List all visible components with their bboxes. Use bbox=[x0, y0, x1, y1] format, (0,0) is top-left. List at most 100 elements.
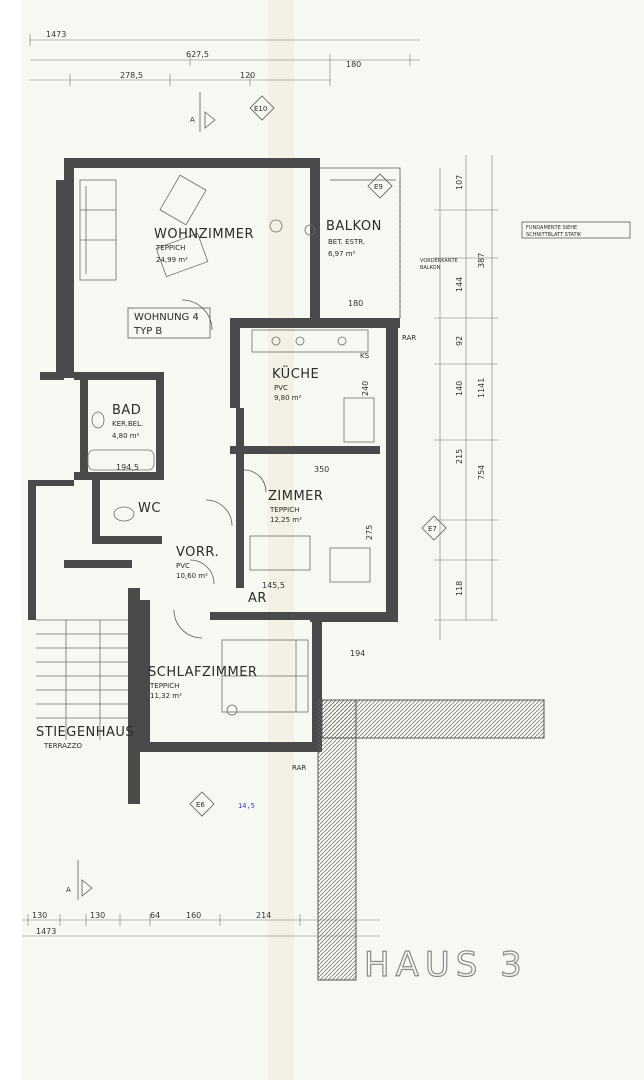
dim-right-seg2: 144 bbox=[455, 277, 464, 292]
room-name: STIEGENHAUS bbox=[36, 725, 134, 740]
balkon-edge-note: VORDERKANTE BALKON bbox=[420, 258, 458, 271]
room-name: SCHLAFZIMMER bbox=[148, 665, 257, 680]
svg-text:SCHNITTBLATT STATIK: SCHNITTBLATT STATIK bbox=[526, 232, 582, 238]
dim-right-total: 1141 bbox=[477, 378, 486, 398]
inner-dimensions: 180 240 350 275 194,5 145,5 194 RAR RAR … bbox=[116, 299, 416, 772]
svg-text:E9: E9 bbox=[374, 183, 383, 191]
room-name: WC bbox=[138, 501, 161, 516]
room-area: 24,99 m² bbox=[156, 256, 188, 264]
section-marker-top: A bbox=[190, 92, 216, 132]
top-dimension-chain: 1473 627,5 180 278,5 120 bbox=[29, 30, 420, 86]
svg-text:350: 350 bbox=[314, 465, 329, 474]
dim-right-seg4: 140 bbox=[455, 381, 464, 396]
svg-text:FUNDAMENTE SIEHE: FUNDAMENTE SIEHE bbox=[526, 225, 577, 231]
room-ar: AR bbox=[248, 591, 267, 606]
room-area: 10,60 m² bbox=[176, 572, 208, 580]
walls bbox=[28, 158, 400, 804]
room-wc: WC bbox=[138, 501, 161, 516]
svg-text:130: 130 bbox=[32, 911, 47, 920]
apartment-tag: WOHNUNG 4 TYP B bbox=[127, 307, 211, 339]
rar-label: RAR bbox=[292, 764, 306, 772]
svg-text:194,5: 194,5 bbox=[116, 463, 139, 472]
doors bbox=[173, 299, 267, 639]
room-name: BAD bbox=[112, 403, 141, 418]
svg-text:BALKON: BALKON bbox=[420, 265, 441, 271]
room-balkon: BALKON BET. ESTR. 6,97 m² bbox=[326, 219, 382, 258]
room-name: KÜCHE bbox=[272, 365, 319, 382]
room-bad: BAD KER.BEL. 4,80 m² bbox=[112, 403, 143, 440]
room-floor: BET. ESTR. bbox=[328, 238, 365, 246]
terrace-foundation bbox=[317, 699, 545, 981]
svg-text:E10: E10 bbox=[254, 105, 267, 113]
dim-top-sub1: 278,5 bbox=[120, 71, 143, 80]
dim-top-sub2: 120 bbox=[240, 71, 255, 80]
svg-text:E6: E6 bbox=[196, 801, 205, 809]
marker-e7: E7 bbox=[421, 515, 447, 541]
svg-text:VORDERKANTE: VORDERKANTE bbox=[420, 258, 458, 264]
foundation-note: FUNDAMENTE SIEHE SCHNITTBLATT STATIK bbox=[521, 221, 631, 239]
svg-text:194: 194 bbox=[350, 649, 365, 658]
room-floor: TEPPICH bbox=[269, 506, 299, 514]
svg-text:130: 130 bbox=[90, 911, 105, 920]
dim-top-overall: 1473 bbox=[46, 30, 66, 39]
room-floor: PVC bbox=[274, 384, 288, 392]
section-a-bottom: A bbox=[66, 886, 71, 894]
svg-text:145,5: 145,5 bbox=[262, 581, 285, 590]
room-floor: TERRAZZO bbox=[43, 742, 83, 750]
room-floor: KER.BEL. bbox=[112, 420, 143, 428]
room-schlafzimmer: SCHLAFZIMMER TEPPICH 11,32 m² bbox=[148, 665, 257, 700]
paper-fold bbox=[268, 0, 294, 1080]
room-name: WOHNZIMMER bbox=[154, 227, 254, 242]
dim-right-seg1: 107 bbox=[455, 175, 464, 190]
svg-text:WOHNUNG 4: WOHNUNG 4 bbox=[134, 312, 199, 323]
ks-label: KS bbox=[360, 352, 370, 360]
room-area: 9,80 m² bbox=[274, 394, 302, 402]
svg-text:240: 240 bbox=[361, 381, 370, 396]
dim-right-upper: 387 bbox=[477, 253, 486, 268]
dim-top-right: 180 bbox=[346, 60, 361, 69]
room-floor: TEPPICH bbox=[155, 244, 185, 252]
dim-right-seg5: 215 bbox=[455, 449, 464, 464]
room-stiegenhaus: STIEGENHAUS TERRAZZO bbox=[36, 725, 134, 750]
marker-e9: E9 bbox=[367, 173, 393, 199]
right-dimension-chain: 1141 387 754 107 144 92 140 215 118 bbox=[434, 155, 498, 640]
svg-text:214: 214 bbox=[256, 911, 271, 920]
dim-bottom-overall: 1473 bbox=[36, 927, 56, 936]
svg-text:275: 275 bbox=[365, 525, 374, 540]
room-floor: TEPPICH bbox=[149, 682, 179, 690]
room-area: 12,25 m² bbox=[270, 516, 302, 524]
left-paper-edge bbox=[0, 0, 22, 1080]
room-kueche: KÜCHE PVC 9,80 m² bbox=[272, 365, 319, 402]
room-name: ZIMMER bbox=[268, 489, 323, 504]
room-area: 6,97 m² bbox=[328, 250, 356, 258]
room-name: VORR. bbox=[176, 545, 219, 560]
marker-e10: E10 bbox=[249, 95, 275, 121]
dim-right-mid: 754 bbox=[477, 465, 486, 480]
building-label: HAUS 3 bbox=[364, 945, 528, 985]
dim-right-seg3: 92 bbox=[455, 336, 464, 346]
svg-text:E7: E7 bbox=[428, 525, 437, 533]
bottom-dimension-chain: 130 130 64 160 214 1473 bbox=[22, 911, 380, 937]
section-a-top: A bbox=[190, 116, 195, 124]
room-zimmer: ZIMMER TEPPICH 12,25 m² bbox=[268, 489, 323, 524]
room-vorr: VORR. PVC 10,60 m² bbox=[176, 545, 219, 580]
room-floor: PVC bbox=[176, 562, 190, 570]
section-marker-bottom: A bbox=[66, 860, 93, 900]
dim-top-left: 627,5 bbox=[186, 50, 209, 59]
svg-text:160: 160 bbox=[186, 911, 201, 920]
room-wohnzimmer: WOHNZIMMER TEPPICH 24,99 m² bbox=[154, 227, 254, 264]
svg-text:64: 64 bbox=[150, 911, 160, 920]
marker-e6: E6 bbox=[189, 791, 215, 817]
svg-text:180: 180 bbox=[348, 299, 363, 308]
room-area: 4,80 m² bbox=[112, 432, 140, 440]
rar-label: RAR bbox=[402, 334, 416, 342]
handwritten-note: 14,5 bbox=[238, 802, 255, 810]
dim-right-seg6: 118 bbox=[455, 581, 464, 596]
room-name: AR bbox=[248, 591, 267, 606]
svg-text:TYP B: TYP B bbox=[133, 326, 162, 337]
furniture bbox=[36, 174, 375, 740]
balkon-outline bbox=[320, 167, 401, 318]
room-name: BALKON bbox=[326, 219, 382, 234]
room-area: 11,32 m² bbox=[150, 692, 182, 700]
